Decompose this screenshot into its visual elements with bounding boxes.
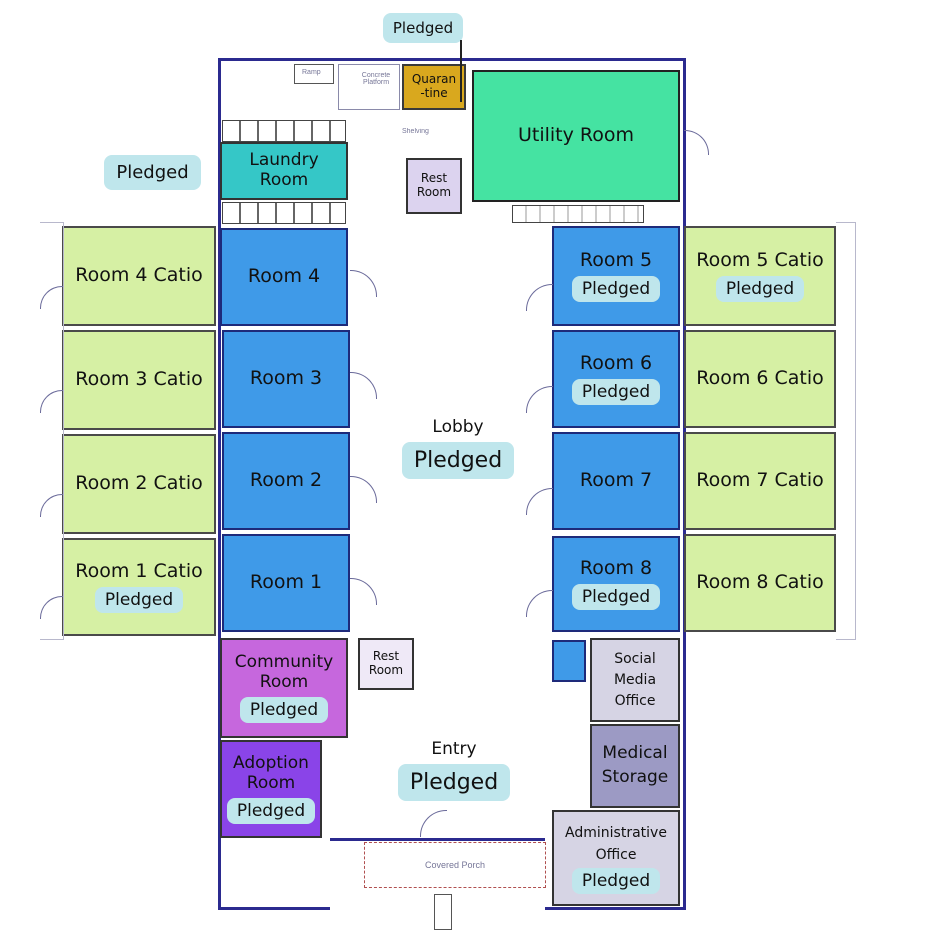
administrative-office[interactable]: Administrative Office Pledged <box>552 810 680 906</box>
rest-room-bottom[interactable]: Rest Room <box>358 638 414 690</box>
rest-room-bottom-label: Rest Room <box>368 649 404 677</box>
left-ghost-outline <box>40 222 64 640</box>
pledge-leader-line <box>460 40 462 102</box>
cat-room-7[interactable]: Room 7 <box>552 432 680 530</box>
medical-storage[interactable]: Medical Storage <box>590 724 680 808</box>
room5-catio-label: Room 5 Catio <box>696 249 824 272</box>
cat-room-4-label: Room 4 <box>247 265 321 288</box>
laundry-room[interactable]: Laundry Room <box>220 142 348 200</box>
ramp-bottom-box <box>434 894 452 930</box>
lobby-label: Lobby <box>432 417 484 437</box>
room7-catio[interactable]: Room 7 Catio <box>684 432 836 530</box>
entry-area: Entry Pledged <box>384 739 524 812</box>
cat-room-7-label: Room 7 <box>579 469 653 492</box>
room3-catio-label: Room 3 Catio <box>75 368 203 391</box>
room2-catio[interactable]: Room 2 Catio <box>62 434 216 534</box>
door-arc-utility <box>684 130 709 155</box>
entry-label: Entry <box>431 739 477 759</box>
room8-catio-label: Room 8 Catio <box>696 571 824 594</box>
social-media-office[interactable]: Social Media Office <box>590 638 680 722</box>
community-label: Community Room <box>234 652 334 692</box>
cat-room-4[interactable]: Room 4 <box>220 228 348 326</box>
concrete-platform <box>338 64 400 110</box>
cat-room-6-label: Room 6 <box>579 352 653 375</box>
utility-room[interactable]: Utility Room <box>472 70 680 202</box>
room7-catio-label: Room 7 Catio <box>696 469 824 492</box>
cat-room-2-label: Room 2 <box>249 469 323 492</box>
room8-catio[interactable]: Room 8 Catio <box>684 534 836 632</box>
room1-catio-pledged: Pledged <box>94 586 184 613</box>
ramp-top-text: Ramp <box>302 69 321 76</box>
utility-label: Utility Room <box>517 124 635 147</box>
right-ghost-outline <box>836 222 856 640</box>
cat-room-8[interactable]: Room 8 Pledged <box>552 536 680 632</box>
quarantine-pledged: Pledged <box>382 13 464 43</box>
cat-room-1-label: Room 1 <box>249 571 323 594</box>
laundry-pledged: Pledged <box>104 154 201 190</box>
utility-sinks <box>512 205 644 223</box>
lobby-area: Lobby Pledged <box>390 417 526 488</box>
administrative-label: Administrative Office <box>565 824 667 863</box>
room4-catio-label: Room 4 Catio <box>75 264 203 287</box>
cat-room-1[interactable]: Room 1 <box>222 534 350 632</box>
social-media-label: Social Media Office <box>613 650 657 709</box>
adoption-pledged: Pledged <box>226 797 316 824</box>
cat-room-8-pledged: Pledged <box>571 583 661 610</box>
covered-porch: Covered Porch <box>364 842 546 888</box>
cat-room-5-label: Room 5 <box>579 249 653 272</box>
cat-room-8-label: Room 8 <box>579 557 653 580</box>
quarantine-room[interactable]: Quaran -tine <box>402 64 466 110</box>
adoption-label: Adoption Room <box>233 753 309 793</box>
rest-room-top[interactable]: Rest Room <box>406 158 462 214</box>
cat-room-3-label: Room 3 <box>249 367 323 390</box>
cat-room-5-pledged: Pledged <box>571 275 661 302</box>
entry-pledged: Pledged <box>397 763 511 801</box>
rest-room-top-label: Rest Room <box>416 171 452 199</box>
room6-catio-label: Room 6 Catio <box>696 367 824 390</box>
adoption-room[interactable]: Adoption Room Pledged <box>220 740 322 838</box>
ramp-top-box <box>294 64 334 84</box>
room5-catio-pledged: Pledged <box>715 275 805 302</box>
concrete-platform-text: Concrete Platform <box>361 72 391 86</box>
quarantine-label: Quaran -tine <box>411 72 457 100</box>
room3-catio[interactable]: Room 3 Catio <box>62 330 216 430</box>
room6-catio[interactable]: Room 6 Catio <box>684 330 836 428</box>
community-pledged: Pledged <box>239 696 329 723</box>
laundry-machines-bottom <box>222 202 346 224</box>
cat-room-2[interactable]: Room 2 <box>222 432 350 530</box>
administrative-pledged: Pledged <box>571 868 661 895</box>
room1-catio[interactable]: Room 1 Catio Pledged <box>62 538 216 636</box>
cat-room-6-pledged: Pledged <box>571 378 661 405</box>
porch-notch <box>330 838 545 912</box>
small-blue-block <box>552 640 586 682</box>
cat-room-6[interactable]: Room 6 Pledged <box>552 330 680 428</box>
cat-room-3[interactable]: Room 3 <box>222 330 350 428</box>
laundry-pill: Pledged <box>95 153 210 191</box>
room4-catio[interactable]: Room 4 Catio <box>62 226 216 326</box>
medical-label: Medical Storage <box>601 743 669 787</box>
quarantine-pill: Pledged <box>370 12 476 44</box>
lobby-pledged: Pledged <box>401 441 515 479</box>
cat-room-5[interactable]: Room 5 Pledged <box>552 226 680 326</box>
room2-catio-label: Room 2 Catio <box>75 472 203 495</box>
laundry-machines-top <box>222 120 346 142</box>
shelving-text: Shelving <box>402 128 429 135</box>
community-room[interactable]: Community Room Pledged <box>220 638 348 738</box>
room1-catio-label: Room 1 Catio <box>75 560 203 583</box>
laundry-label: Laundry Room <box>249 150 319 190</box>
covered-porch-label: Covered Porch <box>424 860 486 870</box>
room5-catio[interactable]: Room 5 Catio Pledged <box>684 226 836 326</box>
